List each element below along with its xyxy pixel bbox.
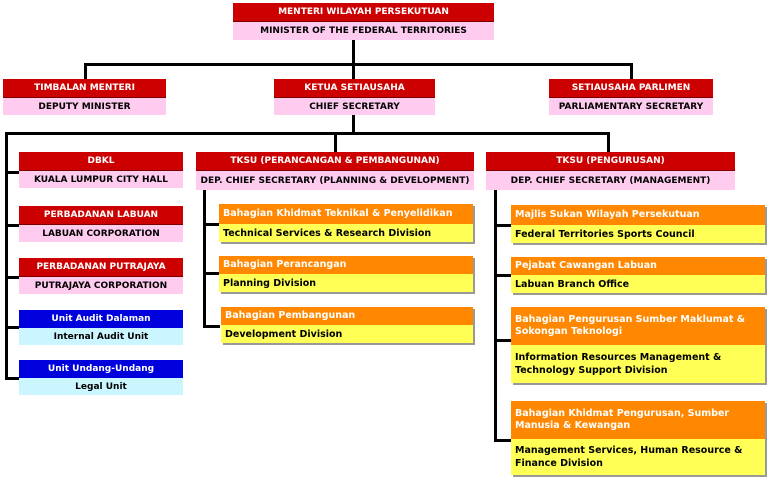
connector-line: [5, 171, 20, 174]
labuan-branch-subtitle: Labuan Branch Office: [511, 275, 765, 293]
connector-line: [494, 439, 511, 442]
tech-services-title: Bahagian Khidmat Teknikal & Penyelidikan: [219, 204, 473, 224]
planning-dcs-subtitle: DEP. CHIEF SECRETARY (PLANNING & DEVELOP…: [196, 171, 474, 190]
planning-div-title: Bahagian Perancangan: [219, 256, 473, 274]
connector-line: [494, 224, 511, 227]
planning-div-subtitle: Planning Division: [219, 274, 473, 292]
labuan-corp-subtitle: LABUAN CORPORATION: [19, 225, 183, 242]
connector-line: [607, 132, 610, 152]
deputy-subtitle: DEPUTY MINISTER: [3, 98, 166, 115]
parliamentary-subtitle: PARLIAMENTARY SECRETARY: [549, 98, 713, 115]
connector-line: [5, 132, 8, 380]
connector-line: [352, 114, 355, 134]
management-dcs-title: TKSU (PENGURUSAN): [486, 152, 735, 171]
connector-line: [5, 224, 20, 227]
tech-services-subtitle: Technical Services & Research Division: [219, 224, 473, 242]
management-dcs-subtitle: DEP. CHIEF SECRETARY (MANAGEMENT): [486, 171, 735, 190]
dbkl-title: DBKL: [19, 152, 183, 171]
development-div-title: Bahagian Pembangunan: [221, 307, 473, 325]
legal-unit-title: Unit Undang-Undang: [19, 360, 183, 378]
connector-line: [5, 276, 20, 279]
hr-finance-subtitle: Management Services, Human Resource & Fi…: [511, 439, 765, 475]
sports-council-title: Majlis Sukan Wilayah Persekutuan: [511, 205, 765, 225]
info-resources-title: Bahagian Pengurusan Sumber Maklumat & So…: [511, 307, 765, 345]
putrajaya-corp-subtitle: PUTRAJAYA CORPORATION: [19, 277, 183, 294]
connector-line: [5, 377, 20, 380]
hr-finance-title: Bahagian Khidmat Pengurusan, Sumber Manu…: [511, 401, 765, 439]
chief-title: KETUA SETIAUSAHA: [274, 79, 435, 98]
labuan-branch-title: Pejabat Cawangan Labuan: [511, 257, 765, 275]
connector-line: [5, 132, 609, 135]
sports-council-subtitle: Federal Territories Sports Council: [511, 225, 765, 243]
audit-unit-title: Unit Audit Dalaman: [19, 310, 183, 328]
chief-subtitle: CHIEF SECRETARY: [274, 98, 435, 115]
connector-line: [494, 274, 511, 277]
parliamentary-title: SETIAUSAHA PARLIMEN: [549, 79, 713, 98]
legal-unit-subtitle: Legal Unit: [19, 378, 183, 395]
connector-line: [5, 326, 20, 329]
connector-line: [84, 63, 87, 80]
connector-line: [203, 325, 220, 328]
connector-line: [494, 190, 497, 442]
minister-subtitle: MINISTER OF THE FEDERAL TERRITORIES: [233, 22, 494, 40]
connector-line: [84, 63, 632, 66]
putrajaya-corp-title: PERBADANAN PUTRAJAYA: [19, 258, 183, 277]
minister-title: MENTERI WILAYAH PERSEKUTUAN: [233, 3, 494, 22]
info-resources-subtitle: Information Resources Management & Techn…: [511, 345, 765, 383]
audit-unit-subtitle: Internal Audit Unit: [19, 328, 183, 345]
connector-line: [494, 339, 511, 342]
development-div-subtitle: Development Division: [221, 325, 473, 343]
connector-line: [203, 223, 220, 226]
dbkl-subtitle: KUALA LUMPUR CITY HALL: [19, 171, 183, 188]
connector-line: [334, 132, 337, 152]
deputy-title: TIMBALAN MENTERI: [3, 79, 166, 98]
connector-line: [630, 63, 633, 80]
connector-line: [203, 190, 206, 328]
connector-line: [352, 40, 355, 81]
connector-line: [203, 272, 220, 275]
labuan-corp-title: PERBADANAN LABUAN: [19, 206, 183, 225]
planning-dcs-title: TKSU (PERANCANGAN & PEMBANGUNAN): [196, 152, 474, 171]
